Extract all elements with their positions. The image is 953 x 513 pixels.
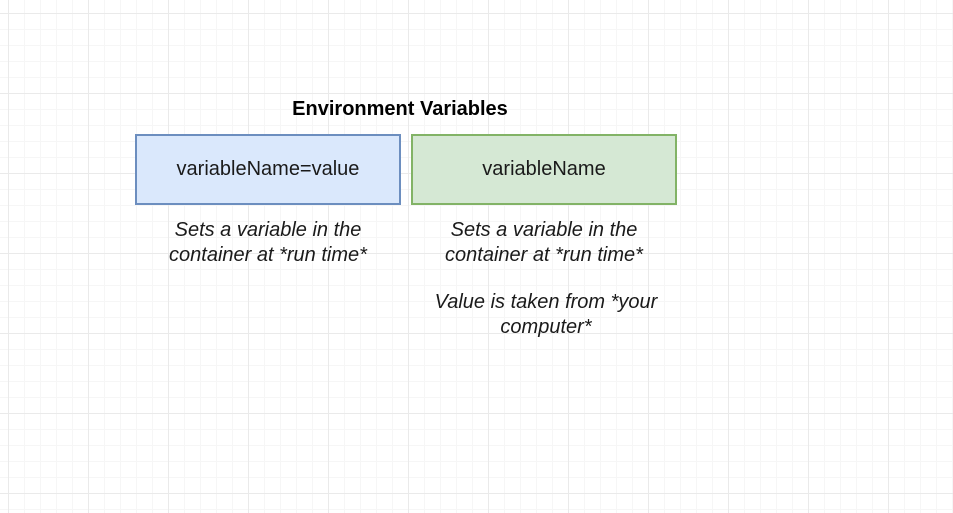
box-variable-name-only[interactable]: variableName [411, 134, 677, 205]
caption-right-primary: Sets a variable in the container at *run… [411, 218, 677, 268]
box-variable-with-value[interactable]: variableName=value [135, 134, 401, 205]
caption-line: Sets a variable in the [174, 219, 362, 241]
caption-line: computer* [500, 316, 592, 338]
caption-right-secondary: Value is taken from *your computer* [411, 290, 681, 340]
caption-line: container at *run time* [445, 244, 643, 266]
box-label: variableName [482, 158, 606, 180]
box-label: variableName=value [176, 158, 360, 180]
caption-line: Value is taken from *your [434, 291, 658, 313]
diagram-title: Environment Variables [292, 98, 508, 120]
caption-left: Sets a variable in the container at *run… [135, 218, 401, 268]
caption-line: container at *run time* [169, 244, 367, 266]
caption-line: Sets a variable in the [450, 219, 638, 241]
